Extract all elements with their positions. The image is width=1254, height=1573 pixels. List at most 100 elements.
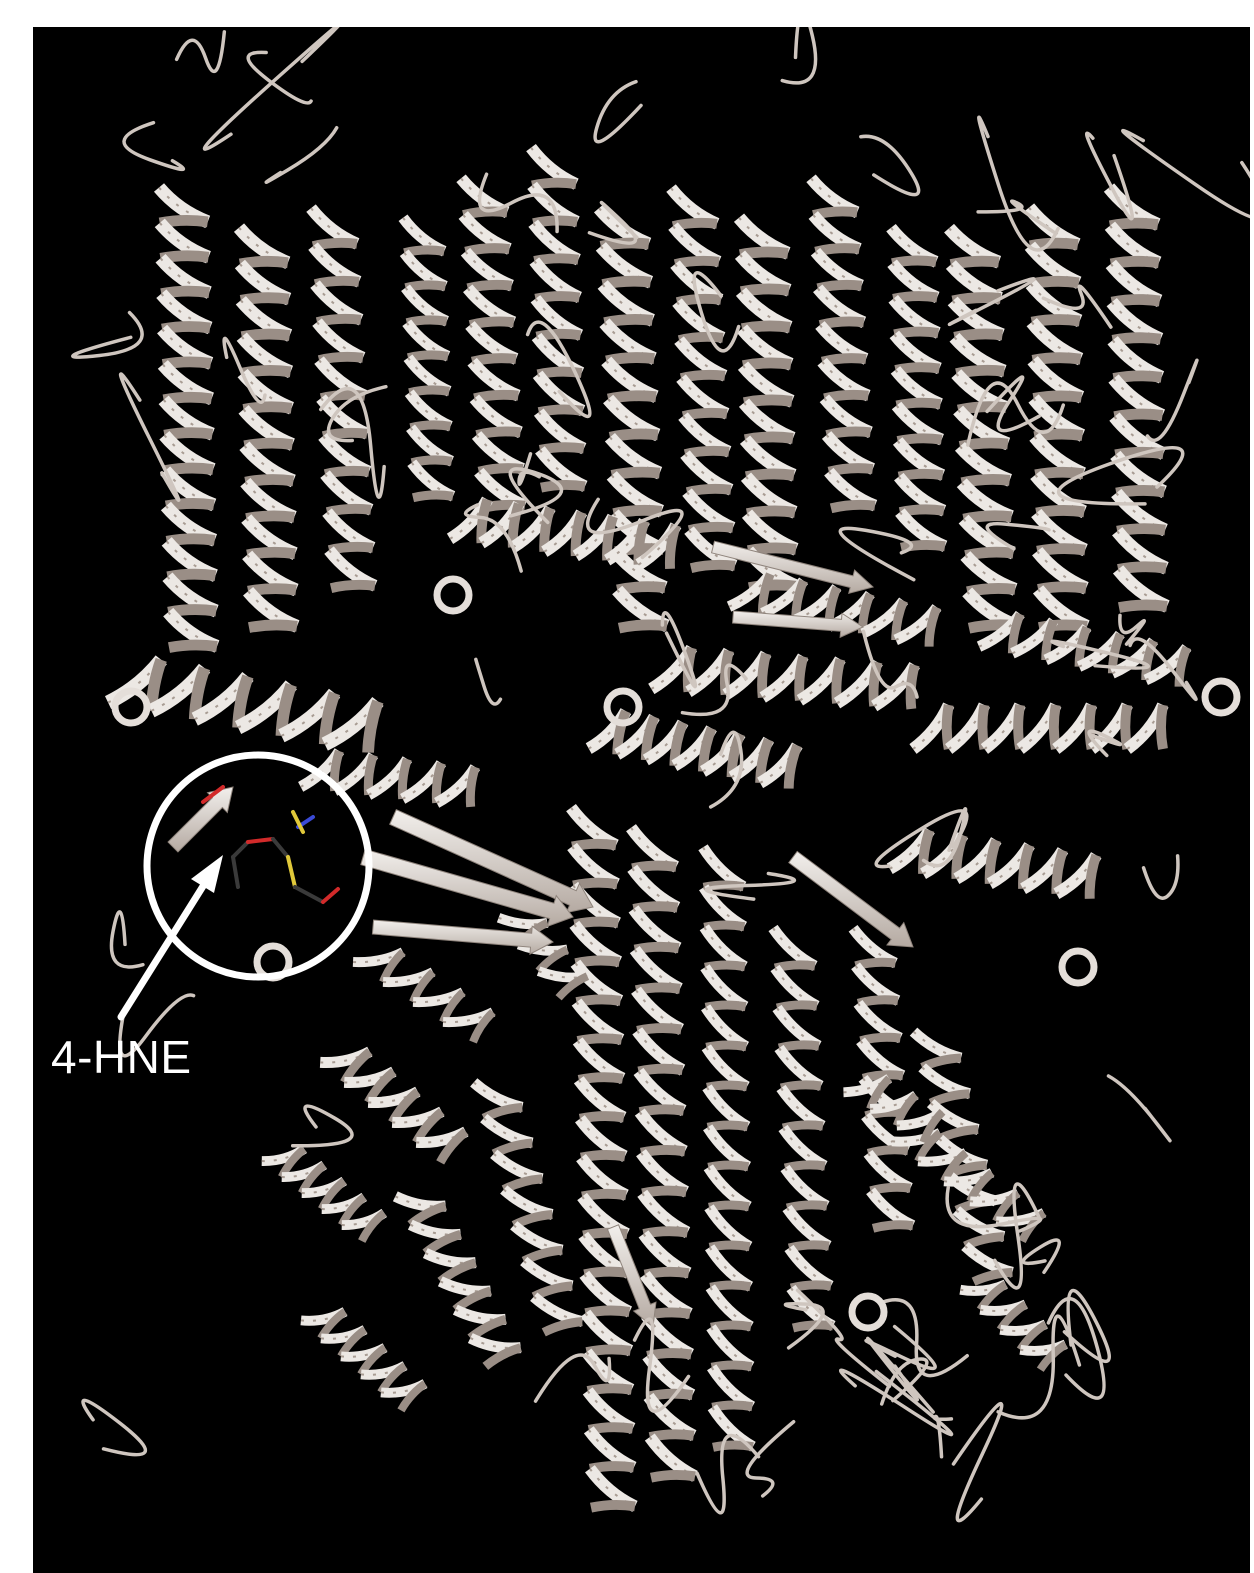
helix	[729, 574, 937, 647]
coil-loop	[861, 136, 919, 194]
helix-end-ring	[1062, 951, 1094, 983]
helix-turn-back	[591, 1505, 635, 1508]
helix-turn-back	[249, 625, 297, 628]
helix-turn-back	[873, 1225, 913, 1229]
coil-loop	[953, 1404, 1001, 1521]
helix	[890, 830, 1097, 899]
helix	[395, 1196, 520, 1366]
helix-turn-back	[368, 701, 378, 752]
coil-loop	[124, 123, 183, 170]
coil-loop	[1023, 1240, 1059, 1272]
helix	[571, 808, 635, 1508]
coil-loop	[1064, 1290, 1109, 1361]
coil-loop	[747, 1422, 794, 1496]
helix-turn-back	[789, 745, 798, 788]
helix-end-ring	[437, 579, 469, 611]
helix-turn-front	[785, 1168, 827, 1206]
helix-turn-front	[789, 1248, 831, 1286]
helix	[262, 1149, 384, 1241]
helix-end-ring	[852, 1296, 884, 1328]
helix-turn-back	[929, 607, 937, 646]
helix-turn-front	[779, 1048, 821, 1086]
helix	[353, 952, 493, 1042]
helix-turn-front	[504, 1190, 553, 1215]
helix	[811, 178, 875, 508]
protein-structure-render: 4-HNE	[33, 27, 1250, 1573]
helix-turn-back	[901, 545, 945, 548]
helix	[1109, 188, 1167, 608]
helix	[159, 188, 217, 648]
helix-turn-front	[868, 1153, 910, 1188]
helix	[311, 208, 375, 588]
helix-turn-front	[484, 1118, 533, 1143]
helix-turn-back	[619, 625, 667, 628]
helix-turn-back	[331, 585, 375, 588]
coil-loop	[782, 27, 815, 83]
helix-turn-back	[1119, 605, 1167, 608]
highlight-circle	[147, 755, 369, 977]
beta-strand	[168, 787, 233, 852]
helix	[843, 1078, 942, 1142]
coil-loop	[83, 1400, 145, 1454]
helix	[320, 1052, 466, 1163]
ligand-bond	[233, 857, 238, 887]
coil-loop	[1144, 856, 1178, 898]
ligand-bond	[233, 842, 248, 857]
coil-loop	[204, 27, 339, 149]
coil-loop	[1108, 1076, 1169, 1141]
helix-turn-front	[871, 1191, 913, 1226]
coil-loop	[111, 912, 142, 967]
annotation-arrowhead	[191, 855, 223, 893]
helix-turn-back	[691, 565, 735, 568]
helix-turn-front	[787, 1208, 829, 1246]
coil-loop	[1123, 131, 1250, 219]
helix-turn-front	[777, 1008, 819, 1046]
helix-turn-back	[541, 485, 585, 488]
coil-loop	[177, 32, 225, 72]
helix-turn-front	[524, 1261, 573, 1286]
coil-loop	[935, 1416, 952, 1456]
helix-turn-front	[856, 966, 898, 1001]
ligand-bond	[273, 839, 288, 857]
ligand-bond	[295, 887, 323, 902]
helix	[531, 148, 585, 488]
ligand-bond	[248, 839, 273, 842]
helix-turn-front	[861, 1041, 903, 1076]
helix-turn-front	[781, 1088, 823, 1126]
helix-turn-back	[1161, 705, 1163, 749]
ligand-bond	[288, 857, 295, 887]
coil-loop	[882, 1300, 967, 1376]
helix	[403, 218, 453, 498]
helix-turn-front	[783, 1128, 825, 1166]
helix	[461, 178, 525, 508]
coil-loop	[595, 82, 641, 142]
helix-end-ring	[1205, 681, 1237, 713]
coil-loop	[841, 1370, 952, 1434]
coil-loop	[840, 528, 913, 579]
helix-turn-back	[169, 645, 217, 648]
helix	[301, 1312, 425, 1411]
helix	[703, 847, 753, 1447]
helix-turn-front	[773, 928, 815, 966]
helix-turn-back	[1090, 855, 1097, 899]
helix-turn-front	[534, 1297, 583, 1322]
ligand-bond	[323, 889, 338, 902]
helix	[891, 228, 945, 548]
helix-turn-back	[470, 767, 475, 807]
helix	[960, 1284, 1065, 1369]
coil-loop	[266, 128, 337, 183]
helix	[599, 208, 667, 628]
helix	[739, 218, 797, 588]
helix-turn-back	[651, 1475, 695, 1478]
helix-turn-front	[858, 1003, 900, 1038]
helix	[913, 705, 1163, 749]
annotation-label: 4-HNE	[51, 1030, 192, 1084]
helix-turn-back	[544, 1322, 583, 1333]
helix-turn-front	[775, 968, 817, 1006]
protein-ribbon-model	[33, 27, 1250, 1573]
helix-turn-front	[514, 1225, 563, 1250]
coil-loop	[73, 313, 142, 358]
coil-loop	[293, 1106, 352, 1146]
coil-loop	[706, 873, 794, 899]
helix	[773, 928, 833, 1328]
